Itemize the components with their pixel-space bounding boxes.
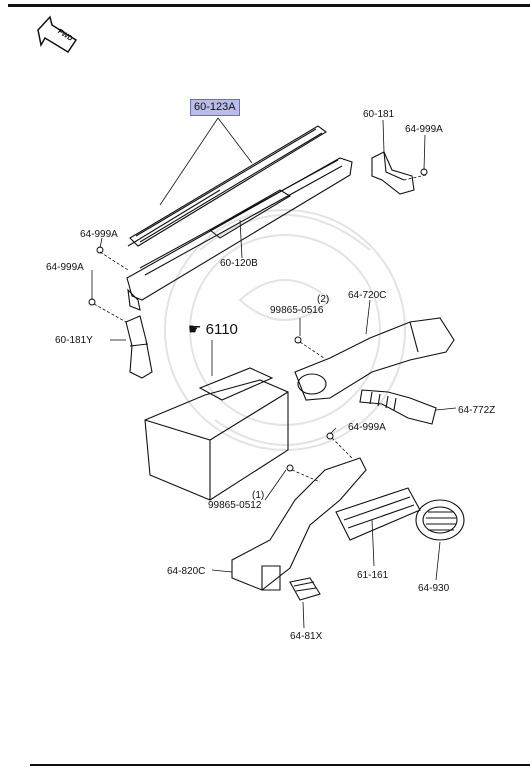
pointing-hand-icon: ☛	[188, 321, 202, 338]
bottom-rule	[30, 764, 530, 766]
part-label-64-820c: 64-820C	[167, 566, 206, 577]
part-label-64-772z: 64-772Z	[458, 405, 496, 416]
heater-unit	[144, 367, 289, 501]
part-label-60-123a: 60-123A	[190, 99, 240, 116]
part-label-60-181y: 60-181Y	[55, 335, 93, 346]
vent-61-161	[335, 487, 421, 541]
vent-duct-lower	[231, 457, 367, 591]
part-label-60-120b: 60-120B	[220, 258, 258, 269]
flex-hose	[359, 389, 437, 425]
part-label-99865-0512: 99865-0512	[208, 500, 262, 511]
round-vent	[415, 499, 465, 541]
fwd-arrow-icon	[37, 15, 78, 54]
vent-duct-upper	[294, 317, 455, 401]
part-label-60-181: 60-181	[363, 109, 395, 120]
part-label-64-999a-left2: 64-999A	[46, 262, 84, 273]
part-label-64-720c: 64-720C	[348, 290, 387, 301]
part-label-64-999a-mid: 64-999A	[348, 422, 386, 433]
side-duct-left	[125, 315, 153, 379]
part-label-64-930: 64-930	[418, 583, 450, 594]
ref-6110: ☛ 6110	[188, 322, 238, 338]
part-label-64-999a-left1: 64-999A	[80, 229, 118, 240]
defroster-duct	[126, 157, 353, 311]
part-qty-99865-0516: (2)	[317, 294, 330, 305]
side-duct-right	[371, 151, 415, 195]
part-qty-99865-0512: (1)	[252, 490, 265, 501]
leader-lines	[91, 117, 457, 629]
watermark-emblem	[164, 209, 406, 451]
small-vent	[289, 577, 321, 601]
part-label-61-161: 61-161	[357, 570, 389, 581]
part-label-64-999a-top: 64-999A	[405, 124, 443, 135]
top-rule	[8, 4, 530, 7]
ref-6110-label: 6110	[205, 321, 238, 338]
part-label-64-81x: 64-81X	[290, 631, 323, 642]
defroster-grille	[127, 125, 327, 247]
part-label-99865-0516: 99865-0516	[270, 305, 324, 316]
